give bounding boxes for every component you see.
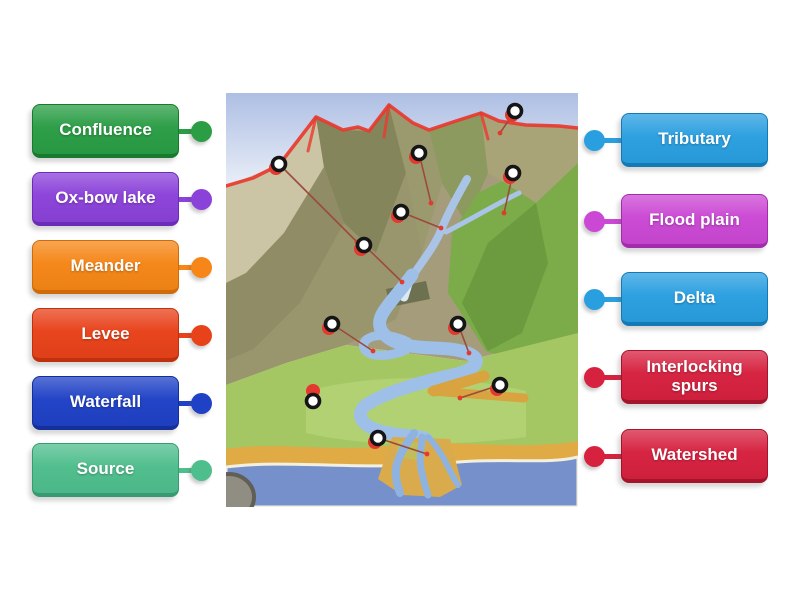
pins-layer	[269, 102, 524, 457]
pin-marker[interactable]	[391, 203, 444, 231]
mountain-green-slope	[429, 113, 488, 223]
chip-button-source[interactable]: Source	[32, 443, 179, 497]
chip-label: Tributary	[658, 129, 731, 148]
pin-marker[interactable]	[457, 376, 509, 401]
connector-line	[593, 137, 625, 143]
connector-dot	[584, 210, 605, 232]
label-chip-flood-plain[interactable]: Flood plain	[584, 194, 768, 248]
chip-button-tributary[interactable]: Tributary	[621, 113, 768, 167]
pin-marker[interactable]	[448, 315, 472, 356]
chip-label: Confluence	[59, 120, 152, 139]
chip-label: Ox-bow lake	[55, 188, 156, 207]
connector-dot	[191, 392, 212, 414]
chip-button-delta[interactable]: Delta	[621, 272, 768, 326]
mountain-face-light	[226, 117, 324, 283]
connector-dot	[191, 324, 212, 346]
landscape-illustration	[226, 93, 578, 507]
chip-button-interlocking-spurs[interactable]: Interlocking spurs	[621, 350, 768, 404]
connector-line	[593, 296, 625, 302]
hills-right-shading	[462, 203, 548, 351]
diagram-image	[226, 93, 578, 507]
connector-dot	[584, 445, 605, 467]
label-chip-source[interactable]: Source	[32, 443, 213, 497]
label-chip-confluence[interactable]: Confluence	[32, 104, 213, 158]
pin-marker[interactable]	[354, 236, 405, 285]
chip-label: Waterfall	[69, 392, 142, 411]
connector-dot	[191, 188, 212, 210]
chip-button-ox-bow-lake[interactable]: Ox-bow lake	[32, 172, 179, 226]
chip-label: Meander	[70, 256, 141, 275]
connector-line	[175, 332, 203, 338]
chip-label: Watershed	[651, 445, 738, 464]
pin-marker[interactable]	[409, 144, 434, 206]
levee-banks	[427, 370, 529, 403]
connector-dot	[191, 459, 212, 481]
connector-dot	[584, 366, 605, 388]
connector-line	[175, 400, 203, 406]
chip-label: Levee	[81, 324, 130, 343]
mountain-center-dark	[316, 105, 406, 253]
chip-label: Flood plain	[649, 210, 740, 229]
label-chip-watershed[interactable]: Watershed	[584, 429, 768, 483]
label-chip-delta[interactable]: Delta	[584, 272, 768, 326]
delta	[378, 429, 462, 499]
connector-line	[593, 374, 625, 380]
label-chip-ox-bow-lake[interactable]: Ox-bow lake	[32, 172, 213, 226]
chip-button-confluence[interactable]: Confluence	[32, 104, 179, 158]
chip-button-levee[interactable]: Levee	[32, 308, 179, 362]
connector-line	[175, 128, 203, 134]
chip-label: Interlocking spurs	[646, 356, 743, 395]
chip-button-waterfall[interactable]: Waterfall	[32, 376, 179, 430]
connector-dot	[584, 288, 605, 310]
rock	[226, 472, 256, 507]
connector-dot	[584, 129, 605, 151]
connector-dot	[191, 256, 212, 278]
connector-line	[175, 467, 203, 473]
ox-bow-lake-water	[359, 331, 413, 360]
mountain-center-light	[389, 105, 442, 253]
chip-button-flood-plain[interactable]: Flood plain	[621, 194, 768, 248]
label-chip-meander[interactable]: Meander	[32, 240, 213, 294]
pin-marker[interactable]	[269, 155, 360, 245]
pin-marker[interactable]	[322, 315, 376, 354]
connector-line	[175, 196, 203, 202]
pin-marker[interactable]	[304, 384, 322, 410]
label-chip-tributary[interactable]: Tributary	[584, 113, 768, 167]
label-chip-interlocking-spurs[interactable]: Interlocking spurs	[584, 350, 768, 404]
watershed-ridge-line	[226, 103, 578, 188]
connector-dot	[191, 120, 212, 142]
pin-marker[interactable]	[501, 164, 522, 216]
foothills-left	[226, 173, 422, 385]
pin-marker[interactable]	[368, 429, 430, 457]
chip-label: Source	[76, 459, 135, 478]
pin-marker[interactable]	[497, 102, 524, 136]
chip-button-watershed[interactable]: Watershed	[621, 429, 768, 483]
chip-button-meander[interactable]: Meander	[32, 240, 179, 294]
label-chip-levee[interactable]: Levee	[32, 308, 213, 362]
connector-line	[593, 218, 625, 224]
connector-line	[593, 453, 625, 459]
mountain-face-shaded	[226, 167, 344, 361]
label-chip-waterfall[interactable]: Waterfall	[32, 376, 213, 430]
connector-line	[175, 264, 203, 270]
chip-label: Delta	[673, 288, 716, 307]
